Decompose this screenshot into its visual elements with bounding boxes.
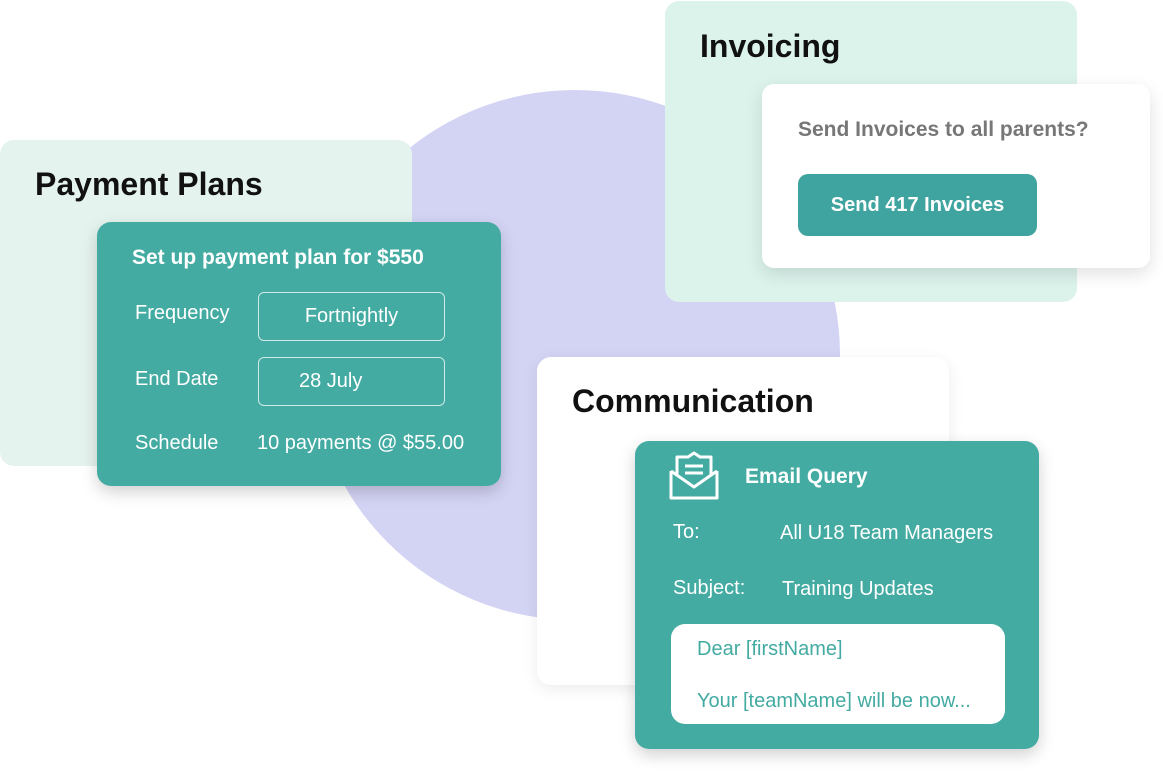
frequency-label: Frequency: [135, 302, 230, 324]
end-date-input[interactable]: 28 July: [258, 357, 445, 406]
send-invoices-card: Send Invoices to all parents? Send 417 I…: [762, 84, 1150, 268]
subject-value: Training Updates: [782, 578, 934, 600]
send-invoices-button[interactable]: Send 417 Invoices: [798, 174, 1037, 236]
frequency-select[interactable]: Fortnightly: [258, 292, 445, 341]
invoicing-title: Invoicing: [700, 28, 841, 64]
send-invoices-prompt: Send Invoices to all parents?: [798, 118, 1089, 141]
email-query-card: Email Query To: All U18 Team Managers Su…: [635, 441, 1039, 749]
email-query-title: Email Query: [745, 465, 868, 488]
envelope-open-icon: [669, 451, 719, 500]
communication-title: Communication: [572, 383, 814, 419]
email-body-textarea[interactable]: Dear [firstName] Your [teamName] will be…: [671, 624, 1005, 724]
payment-plans-title: Payment Plans: [35, 166, 263, 202]
end-date-label: End Date: [135, 368, 219, 390]
email-body-line-1: Dear [firstName]: [697, 638, 843, 660]
payment-plan-card-title: Set up payment plan for $550: [132, 246, 424, 269]
to-value: All U18 Team Managers: [780, 522, 994, 544]
subject-label: Subject:: [673, 577, 746, 599]
to-label: To:: [673, 521, 700, 543]
schedule-label: Schedule: [135, 432, 219, 454]
schedule-value: 10 payments @ $55.00: [257, 432, 465, 454]
email-body-line-2: Your [teamName] will be now...: [697, 690, 971, 712]
payment-plan-card: Set up payment plan for $550 Frequency F…: [97, 222, 501, 486]
